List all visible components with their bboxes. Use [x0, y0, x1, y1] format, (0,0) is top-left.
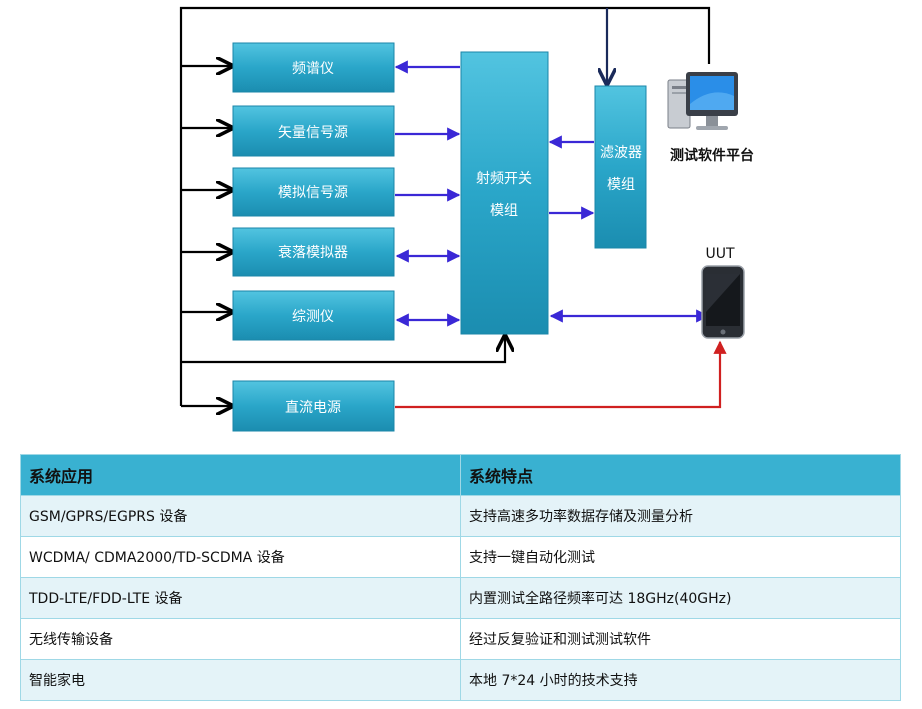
computer-icon — [667, 72, 738, 130]
cell-application: 无线传输设备 — [20, 618, 461, 660]
phone-icon — [701, 265, 745, 339]
control-bus — [179, 6, 711, 406]
header-application: 系统应用 — [20, 454, 461, 496]
cell-feature: 经过反复验证和测试测试软件 — [460, 618, 901, 660]
cell-feature: 支持一键自动化测试 — [460, 536, 901, 578]
system-diagram: 频谱仪 矢量信号源 模拟信号源 衰落模拟器 综测仪 直流电源 射频开关 模组 滤… — [179, 6, 754, 432]
cell-feature: 内置测试全路径频率可达 18GHz(40GHz) — [460, 577, 901, 619]
dc-power-label: 直流电源 — [285, 399, 341, 416]
instrument-label: 频谱仪 — [292, 61, 334, 77]
instrument-box-spectrum: 频谱仪 — [232, 42, 395, 93]
filter-module: 滤波器 模组 — [594, 85, 647, 249]
rf-signal-arrows — [394, 60, 710, 327]
table-header-row: 系统应用 系统特点 — [20, 454, 901, 496]
instrument-box-vector-source: 矢量信号源 — [232, 105, 395, 157]
filter-label-1: 滤波器 — [600, 145, 642, 161]
rf-switch-module: 射频开关 模组 — [460, 51, 549, 335]
instrument-box-fading-simulator: 衰落模拟器 — [232, 227, 395, 277]
table-row: GSM/GPRS/EGPRS 设备 支持高速多功率数据存储及测量分析 — [20, 495, 901, 537]
table-row: 智能家电 本地 7*24 小时的技术支持 — [20, 659, 901, 701]
rf-switch-label-1: 射频开关 — [476, 171, 532, 187]
filter-label-2: 模组 — [607, 177, 635, 193]
instrument-box-comms-tester: 综测仪 — [232, 290, 395, 341]
instrument-box-analog-source: 模拟信号源 — [232, 167, 395, 217]
cell-application: 智能家电 — [20, 659, 461, 701]
instrument-label: 模拟信号源 — [278, 185, 348, 201]
spec-table: 系统应用 系统特点 GSM/GPRS/EGPRS 设备 支持高速多功率数据存储及… — [20, 454, 901, 701]
dc-power-line — [395, 340, 727, 409]
instrument-label: 综测仪 — [292, 309, 334, 325]
cell-application: TDD-LTE/FDD-LTE 设备 — [20, 577, 461, 619]
instrument-label: 衰落模拟器 — [278, 244, 348, 261]
cell-feature: 支持高速多功率数据存储及测量分析 — [460, 495, 901, 537]
software-platform-label: 测试软件平台 — [670, 147, 754, 164]
rf-switch-label-2: 模组 — [490, 203, 518, 219]
instrument-label: 矢量信号源 — [278, 125, 348, 141]
cell-application: GSM/GPRS/EGPRS 设备 — [20, 495, 461, 537]
table-row: 无线传输设备 经过反复验证和测试测试软件 — [20, 618, 901, 660]
uut-label: UUT — [705, 246, 734, 262]
cell-application: WCDMA/ CDMA2000/TD-SCDMA 设备 — [20, 536, 461, 578]
dc-power-box: 直流电源 — [232, 380, 395, 432]
table-row: WCDMA/ CDMA2000/TD-SCDMA 设备 支持一键自动化测试 — [20, 536, 901, 578]
header-feature: 系统特点 — [460, 454, 901, 496]
cell-feature: 本地 7*24 小时的技术支持 — [460, 659, 901, 701]
table-row: TDD-LTE/FDD-LTE 设备 内置测试全路径频率可达 18GHz(40G… — [20, 577, 901, 619]
